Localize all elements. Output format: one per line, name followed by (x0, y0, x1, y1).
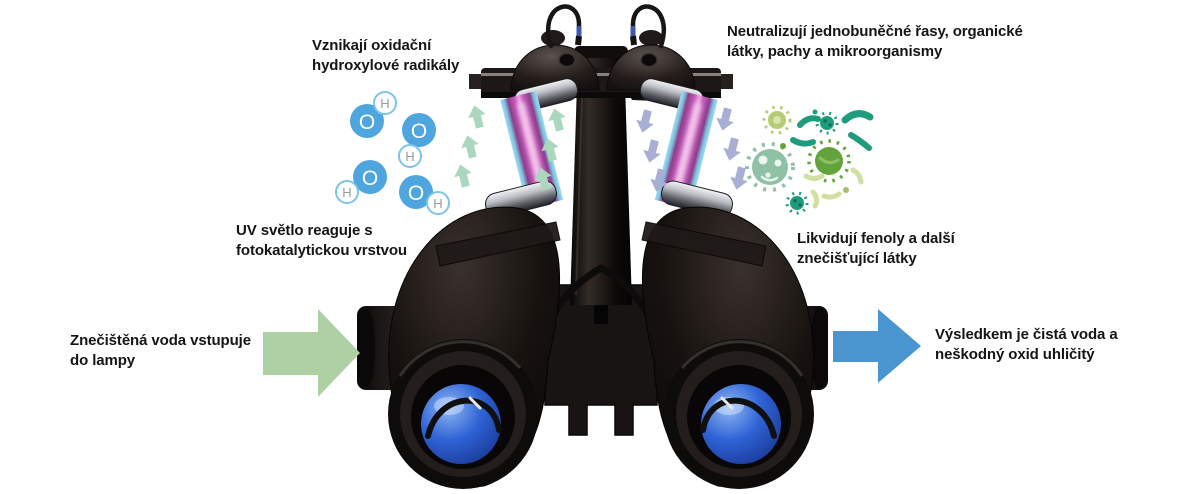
annotation-neutralize-algae: Neutralizují jednobuněčné řasy, organick… (727, 22, 1023, 62)
oh-radical-icons: O H O H O H O H (335, 91, 450, 215)
right-cable-loop (630, 4, 666, 49)
oh-radical: O H (350, 91, 397, 138)
annotation-line: hydroxylové radikály (312, 57, 460, 74)
annotation-line: UV světlo reaguje s (236, 222, 373, 239)
center-column (570, 46, 632, 305)
annotation-line: Neutralizují jednobuněčné řasy, organick… (727, 23, 1023, 40)
left-lamp-cable (425, 397, 502, 439)
right-front-opening (664, 339, 814, 489)
annotation-line: Znečištěná voda vstupuje (70, 332, 251, 349)
microbe-virus-green (807, 139, 851, 183)
oh-radical: O H (399, 175, 450, 215)
oxygen-label: O (408, 182, 424, 205)
oxygen-label: O (359, 111, 375, 134)
microbe-dot (780, 143, 786, 149)
right-lamp-cap-dome (606, 30, 696, 91)
annotation-line: neškodný oxid uhličitý (935, 346, 1095, 363)
left-lamp-cap-dome (510, 30, 600, 91)
annotation-uv-photocatalytic: UV světlo reaguje s fotokatalytickou vrs… (236, 221, 407, 261)
microbe-bacilli (790, 110, 874, 209)
hydrogen-label: H (433, 196, 442, 211)
oxygen-label: O (362, 167, 378, 190)
outflow-right-arrow-icon (833, 309, 921, 383)
oxygen-label: O (411, 120, 427, 143)
annotation-line: do lampy (70, 352, 136, 369)
hydrogen-label: H (380, 96, 389, 111)
hydrogen-label: H (342, 185, 351, 200)
oh-radical: O H (398, 113, 436, 168)
annotation-line: Likvidují fenoly a další (797, 230, 955, 247)
annotation-water-inflow: Znečištěná voda vstupuje do lampy (70, 331, 251, 371)
microbe-spiky-teal-small (785, 191, 809, 215)
microbe-dot (843, 187, 849, 193)
annotation-line: znečišťující látky (797, 250, 917, 267)
microbe-amoeba-sage (745, 142, 795, 192)
annotation-hydroxyl-radicals: Vznikají oxidační hydroxylové radikály (312, 36, 459, 76)
annotation-line: fotokatalytickou vrstvou (236, 242, 407, 259)
annotation-line: látky, pachy a mikroorganismy (727, 43, 943, 60)
inflow-right-arrow-icon (263, 309, 360, 397)
microbe-spiky-teal (815, 111, 839, 135)
left-front-opening (388, 339, 538, 489)
oh-radical: O H (335, 160, 387, 204)
uv-lamp-unit-photo (357, 4, 828, 489)
microorganism-icons (745, 105, 874, 215)
annotation-phenols: Likvidují fenoly a další znečišťující lá… (797, 229, 955, 269)
annotation-line: Výsledkem je čistá voda a (935, 326, 1118, 343)
right-uv-tube (639, 78, 733, 218)
annotation-line: Vznikají oxidační (312, 37, 432, 54)
microbe-dot (812, 109, 818, 115)
hydrogen-label: H (405, 149, 414, 164)
right-lamp-cable (700, 397, 777, 439)
right-clamp-band (641, 221, 767, 267)
annotation-clean-water-result: Výsledkem je čistá voda a neškodný oxid … (935, 325, 1118, 365)
left-uv-tube (485, 78, 579, 218)
left-clamp-band (435, 221, 561, 267)
microbe-spiky-lightgreen (762, 105, 792, 135)
left-cable-loop (546, 4, 582, 49)
